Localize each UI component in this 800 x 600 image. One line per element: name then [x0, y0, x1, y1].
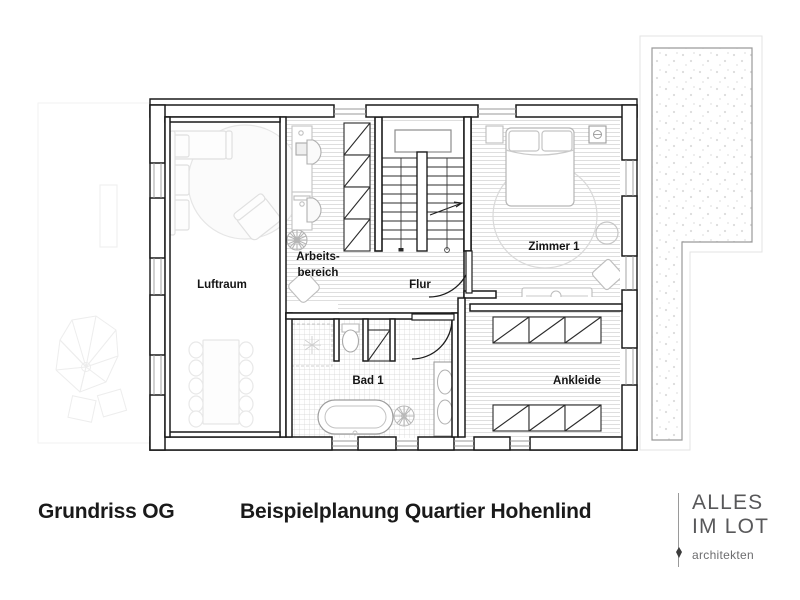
nightstand-left: [485, 125, 504, 144]
wall-left-c: [149, 294, 166, 356]
room-label-zimmer1: Zimmer 1: [528, 241, 580, 253]
room-labels: Luftraum Arbeits- bereich Flur Zimmer 1 …: [197, 241, 601, 387]
furniture-zimmer1: [485, 125, 620, 297]
wall-flur-jog: [463, 290, 497, 299]
terrace-area: [639, 35, 763, 451]
plan-title-main: Beispielplanung Quartier Hohenlind: [240, 500, 592, 523]
wall-bad-partition-a: [333, 318, 340, 362]
wall-left-b: [149, 197, 166, 259]
wall-bad-partition-c: [389, 318, 396, 362]
wall-top-c: [515, 104, 638, 118]
wall-luftraum-east: [279, 116, 287, 438]
wall-luftraum-south: [164, 431, 281, 438]
room-label-luftraum: Luftraum: [197, 279, 247, 291]
doors: [411, 250, 473, 360]
wall-bottom-e: [529, 436, 638, 451]
door-flur-zimmer1: [428, 250, 473, 298]
pouf: [591, 258, 620, 291]
wall-zimmer-west-upper: [463, 116, 472, 252]
wall-right-a: [621, 104, 638, 161]
staircase: [374, 116, 472, 253]
plumb-bob-icon: [676, 547, 682, 558]
wall-ankleide-west: [457, 297, 466, 438]
wall-top-a: [149, 104, 335, 118]
terrace-surface: [651, 47, 753, 441]
caption-bar: Grundriss OG Beispielplanung Quartier Ho…: [0, 488, 800, 600]
wall-right-c: [621, 289, 638, 349]
door-flur-bad1: [411, 313, 455, 360]
wall-left-d: [149, 394, 166, 451]
furniture-ankleide: [492, 316, 602, 432]
wall-bottom-b: [357, 436, 397, 451]
wall-bad-east: [451, 312, 459, 438]
logo-subtitle: architekten: [692, 548, 754, 562]
plant-icon: [286, 229, 308, 251]
room-label-arbeitsbereich-line2: bereich: [298, 267, 339, 279]
wall-right-b: [621, 195, 638, 257]
walls: [149, 98, 638, 451]
furniture-bad1: [291, 323, 457, 437]
furniture-luftraum: [169, 124, 303, 428]
wall-bottom-c: [417, 436, 455, 451]
logo-vertical-rule: [678, 493, 679, 567]
wall-bottom-d: [473, 436, 511, 451]
wall-bottom-a: [149, 436, 333, 451]
logo-line-1: ALLES: [692, 491, 764, 514]
plant-icon: [393, 405, 415, 427]
room-label-bad1: Bad 1: [352, 375, 384, 387]
wall-bad-partition-b: [362, 318, 369, 362]
wall-top-b: [365, 104, 479, 118]
bench-sideboard: [521, 287, 593, 297]
furniture-arbeitsbereich: [286, 125, 322, 303]
wall-right-d: [621, 384, 638, 451]
double-bed: [505, 127, 575, 207]
toilet: [341, 323, 360, 353]
garden-context-left: [37, 102, 151, 444]
wall-luftraum-west: [164, 116, 171, 438]
stair-stringer: [416, 151, 428, 252]
logo-alles-im-lot: ALLES IM LOT architekten: [676, 491, 790, 577]
wall-luftraum-north: [164, 116, 281, 123]
windows: [153, 108, 634, 447]
nightstand-right: [588, 125, 607, 144]
wall-left-a: [149, 104, 166, 164]
wall-zimmer-ankleide: [469, 303, 623, 312]
stair-direction-arrow: [429, 201, 463, 216]
plan-title-left: Grundriss OG: [38, 500, 175, 523]
logo-line-2: IM LOT: [692, 515, 770, 538]
bathtub: [317, 399, 394, 436]
room-label-arbeitsbereich-line1: Arbeits-: [296, 251, 340, 263]
round-stool: [595, 221, 619, 245]
double-washbasin: [433, 361, 457, 437]
wall-bad-west: [285, 312, 293, 438]
room-label-ankleide: Ankleide: [553, 375, 601, 387]
stair-side-cabinets: [343, 122, 371, 252]
room-label-flur: Flur: [409, 279, 431, 291]
